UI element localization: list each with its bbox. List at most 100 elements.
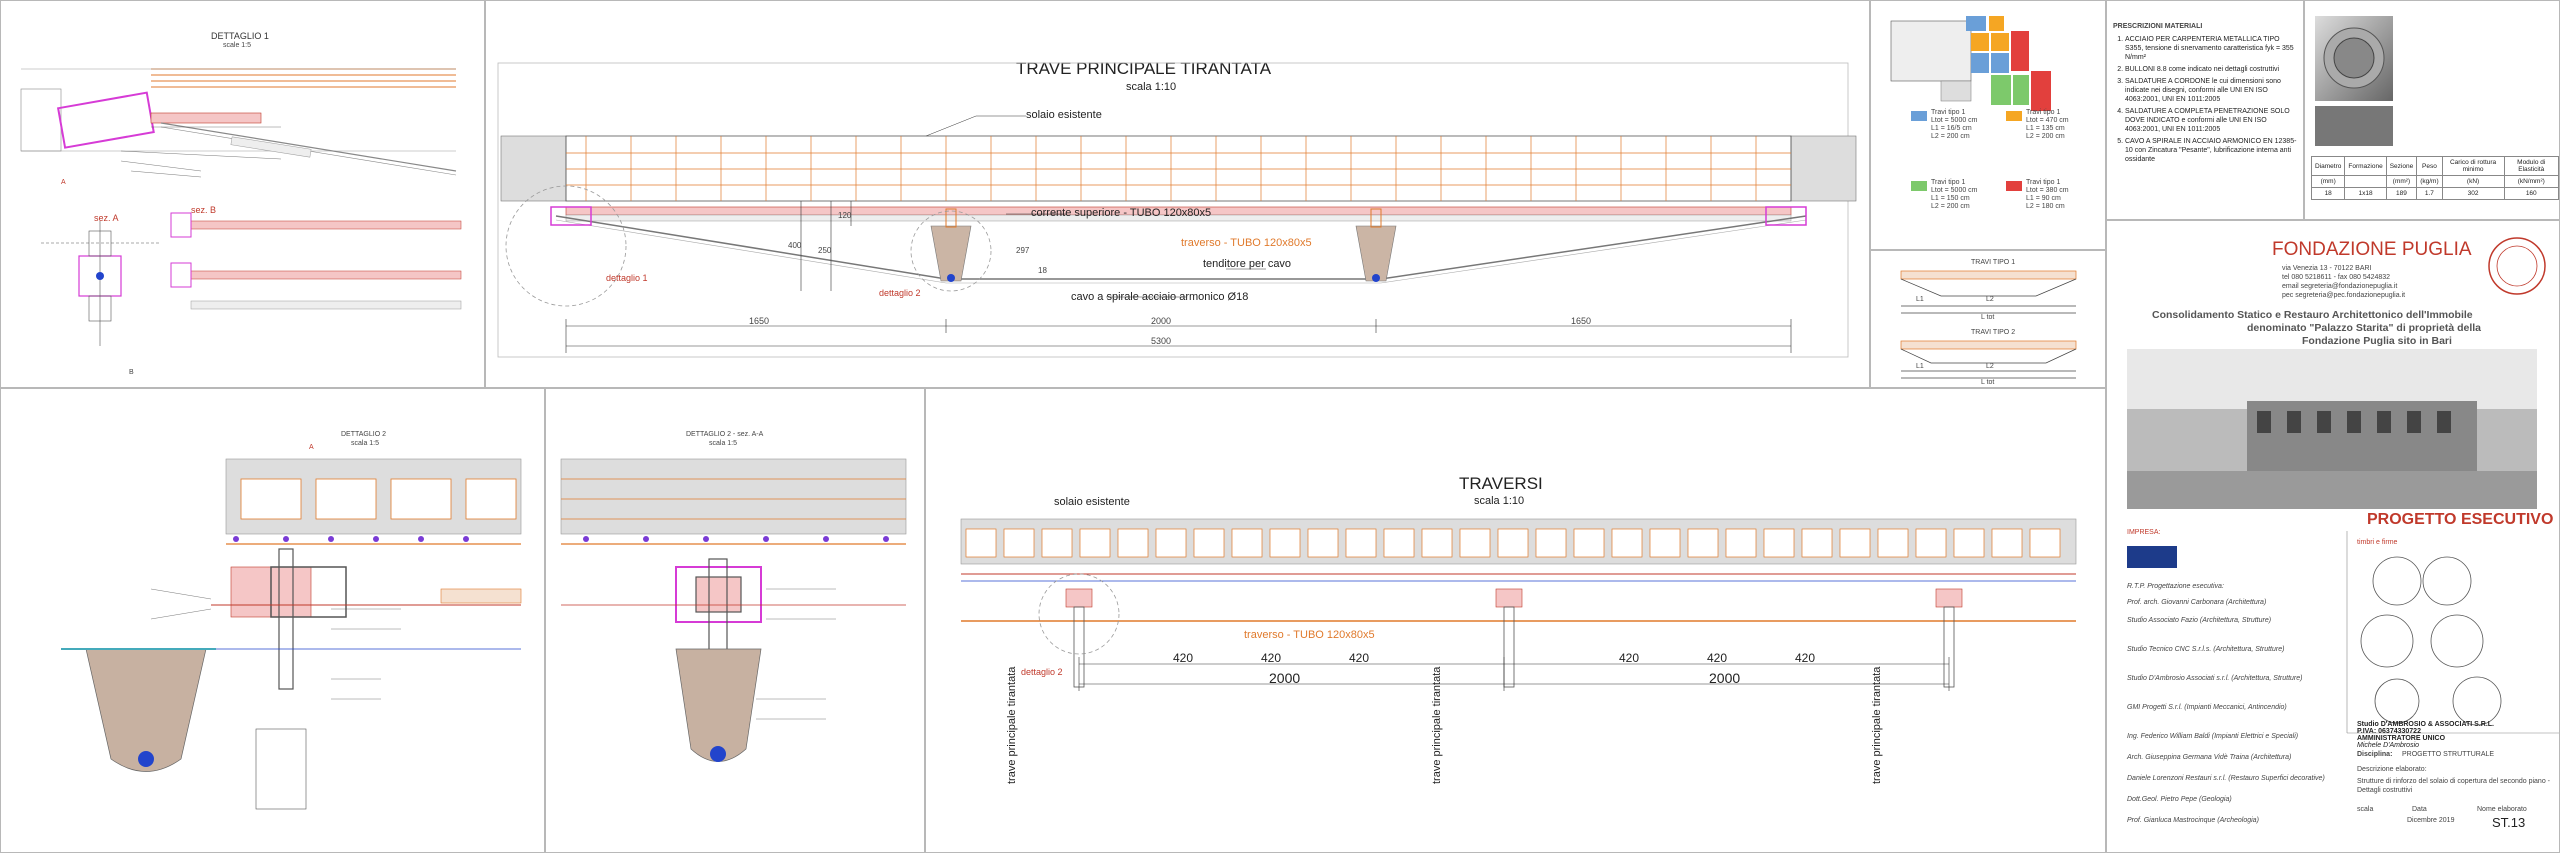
det2-drawing [61, 458, 522, 810]
progetto-esecutivo: PROGETTO ESECUTIVO [2367, 511, 2554, 528]
firm-2: Studio Associato Fazio (Architettura, St… [2127, 617, 2272, 624]
descr-value: Strutture di rinforzo del solaio di cope… [2357, 778, 2550, 794]
unit-modulo: (kN/mm²) [2503, 175, 2559, 188]
firm-1: Prof. arch. Giovanni Carbonara (Architet… [2127, 599, 2267, 606]
traversi-dim-6: 420 [1795, 651, 1816, 665]
tipo2-l1: L1 [1916, 363, 1924, 370]
prescrizione-2: BULLONI 8.8 come indicato nei dettagli c… [2125, 65, 2299, 74]
th-modulo: Modulo di Elasticità [2503, 156, 2559, 176]
cell-modulo: 160 [2503, 187, 2559, 200]
dim-400: 400 [788, 241, 802, 250]
project-line-2: denominato "Palazzo Starita" di propriet… [2247, 322, 2481, 334]
trave-scale: scala 1:10 [1126, 81, 1177, 93]
det1-title: DETTAGLIO 1 [211, 31, 269, 41]
det2aa-drawing [560, 458, 907, 762]
trave-drawing [497, 62, 1857, 358]
firm-4: Studio D'Ambrosio Associati s.r.l. (Arch… [2127, 675, 2303, 682]
det2-mark-a: A [309, 444, 314, 451]
trave-det2-label: dettaglio 2 [879, 288, 921, 298]
dim-2000: 2000 [1151, 316, 1172, 326]
firm-8: Daniele Lorenzoni Restauri s.r.l. (Resta… [2127, 775, 2325, 782]
panel-dettaglio-2-aa: DETTAGLIO 2 - sez. A-A scala 1:5 [545, 388, 925, 853]
traversi-dim-5: 420 [1707, 651, 1728, 665]
det1-mark-a: A [61, 179, 66, 186]
unit-formazione [2344, 175, 2387, 188]
dim-5300: 5300 [1151, 336, 1172, 346]
traversi-vert-label-1: trave principale tirantata [1006, 666, 1018, 784]
tipo2-label: TRAVI TIPO 2 [1971, 329, 2016, 336]
nome-value: ST.13 [2492, 815, 2526, 830]
stamp-text-1: Studio D'AMBROSIO & ASSOCIATI S.R.L. [2357, 721, 2494, 728]
det1-sez-a-label: sez. A [94, 213, 119, 223]
panel-dettaglio-1: DETTAGLIO 1 scale 1:5 [0, 0, 485, 388]
trave-traverso-label: traverso - TUBO 120x80x5 [1181, 237, 1312, 249]
panel-travi-tipo: TRAVI TIPO 1 TRAVI TIPO 2 L1 L2 L tot L1… [1870, 250, 2106, 388]
det1-mark-b: B [129, 369, 134, 376]
det2-scale: scala 1:5 [351, 440, 380, 447]
th-sezione: Sezione [2385, 156, 2418, 176]
panel-traversi: TRAVERSI scala 1:10 solaio esistente tra… [925, 388, 2106, 853]
firm-3: Studio Tecnico CNC S.r.l.s. (Architettur… [2127, 646, 2285, 653]
stamp-block: Studio D'AMBROSIO & ASSOCIATI S.R.L. P.I… [2357, 721, 2494, 749]
panel-cable: Diametro Formazione Sezione Peso Carico … [2304, 0, 2560, 220]
traversi-span-1: 2000 [1269, 670, 1301, 686]
traversi-vert-label-3: trave principale tirantata [1871, 666, 1883, 784]
timbri-label: timbri e firme [2357, 539, 2398, 546]
firm-10: Prof. Gianluca Mastrocinque (Archeologia… [2127, 817, 2259, 824]
dim-120: 120 [838, 211, 852, 220]
cell-diametro: 18 [2310, 187, 2346, 200]
dim-250: 250 [818, 246, 832, 255]
stamp-text-2: P.IVA: 06374330722 [2357, 728, 2421, 735]
cell-formazione: 1x18 [2344, 187, 2387, 200]
rtp-label: R.T.P. Progettazione esecutiva: [2127, 583, 2224, 590]
det1-sez-b-label: sez. B [191, 205, 217, 215]
det2aa-scale: scala 1:5 [709, 440, 738, 447]
data-value: Dicembre 2019 [2407, 817, 2455, 824]
stamp-text-4: Michele D'Ambrosio [2357, 742, 2420, 749]
dim-1650-right: 1650 [1571, 316, 1592, 326]
cell-sezione: 189 [2385, 187, 2418, 200]
th-carico: Carico di rottura minimo [2441, 156, 2505, 176]
traversi-scale: scala 1:10 [1474, 495, 1525, 507]
unit-diametro: (mm) [2310, 175, 2346, 188]
traversi-dim-4: 420 [1619, 651, 1640, 665]
tipo2-l2: L2 [1986, 363, 1994, 370]
panel-dettaglio-2: DETTAGLIO 2 scala 1:5 A [0, 388, 545, 853]
disciplina-label: Disciplina: [2357, 751, 2393, 758]
disciplina-value: PROGETTO STRUTTURALE [2402, 751, 2495, 758]
det2-title: DETTAGLIO 2 [341, 431, 386, 438]
impresa-label: IMPRESA: [2127, 529, 2161, 536]
unit-peso: (kg/m) [2416, 175, 2443, 188]
unit-sezione: (mm²) [2385, 175, 2418, 188]
org-addr-2: tel 080 5218611 - fax 080 5424832 [2282, 274, 2391, 281]
traversi-det2-label: dettaglio 2 [1021, 667, 1063, 677]
firms-list: Prof. arch. Giovanni Carbonara (Architet… [2127, 599, 2342, 824]
tipo1-label: TRAVI TIPO 1 [1971, 259, 2016, 266]
prescrizioni-list: ACCIAIO PER CARPENTERIA METALLICA TIPO S… [2111, 33, 2299, 167]
prescrizione-4: SALDATURE A COMPLETA PENETRAZIONE SOLO D… [2125, 107, 2299, 134]
nome-label: Nome elaborato [2477, 806, 2527, 813]
title-block-graphics [2127, 237, 2559, 734]
traversi-traverso-label: traverso - TUBO 120x80x5 [1244, 629, 1375, 641]
org-addr-4: pec segreteria@pec.fondazionepuglia.it [2282, 292, 2406, 299]
det1-scale: scale 1:5 [223, 42, 252, 49]
panel-prescrizioni: PRESCRIZIONI MATERIALI ACCIAIO PER CARPE… [2106, 0, 2304, 220]
firm-9: Dott.Geol. Pietro Pepe (Geologia) [2127, 796, 2232, 803]
org-name: FONDAZIONE PUGLIA [2272, 239, 2472, 260]
traversi-span-2: 2000 [1709, 670, 1741, 686]
dim-1650-left: 1650 [749, 316, 770, 326]
cell-peso: 1.7 [2416, 187, 2443, 200]
th-formazione: Formazione [2344, 156, 2387, 176]
traversi-solaio-label: solaio esistente [1054, 496, 1130, 508]
firm-5: GMI Progetti S.r.l. (Impianti Meccanici,… [2127, 704, 2287, 711]
prescrizione-1: ACCIAIO PER CARPENTERIA METALLICA TIPO S… [2125, 35, 2299, 62]
traversi-dim-2: 420 [1261, 651, 1282, 665]
cable-photos [2315, 16, 2393, 146]
prescrizione-5: CAVO A SPIRALE IN ACCIAIO ARMONICO EN 12… [2125, 137, 2299, 164]
cable-table: Diametro Formazione Sezione Peso Carico … [2310, 156, 2559, 200]
trave-det1-label: dettaglio 1 [606, 273, 648, 283]
prescrizione-3: SALDATURE A CORDONE le cui dimensioni so… [2125, 77, 2299, 104]
data-label: Data [2412, 806, 2427, 813]
